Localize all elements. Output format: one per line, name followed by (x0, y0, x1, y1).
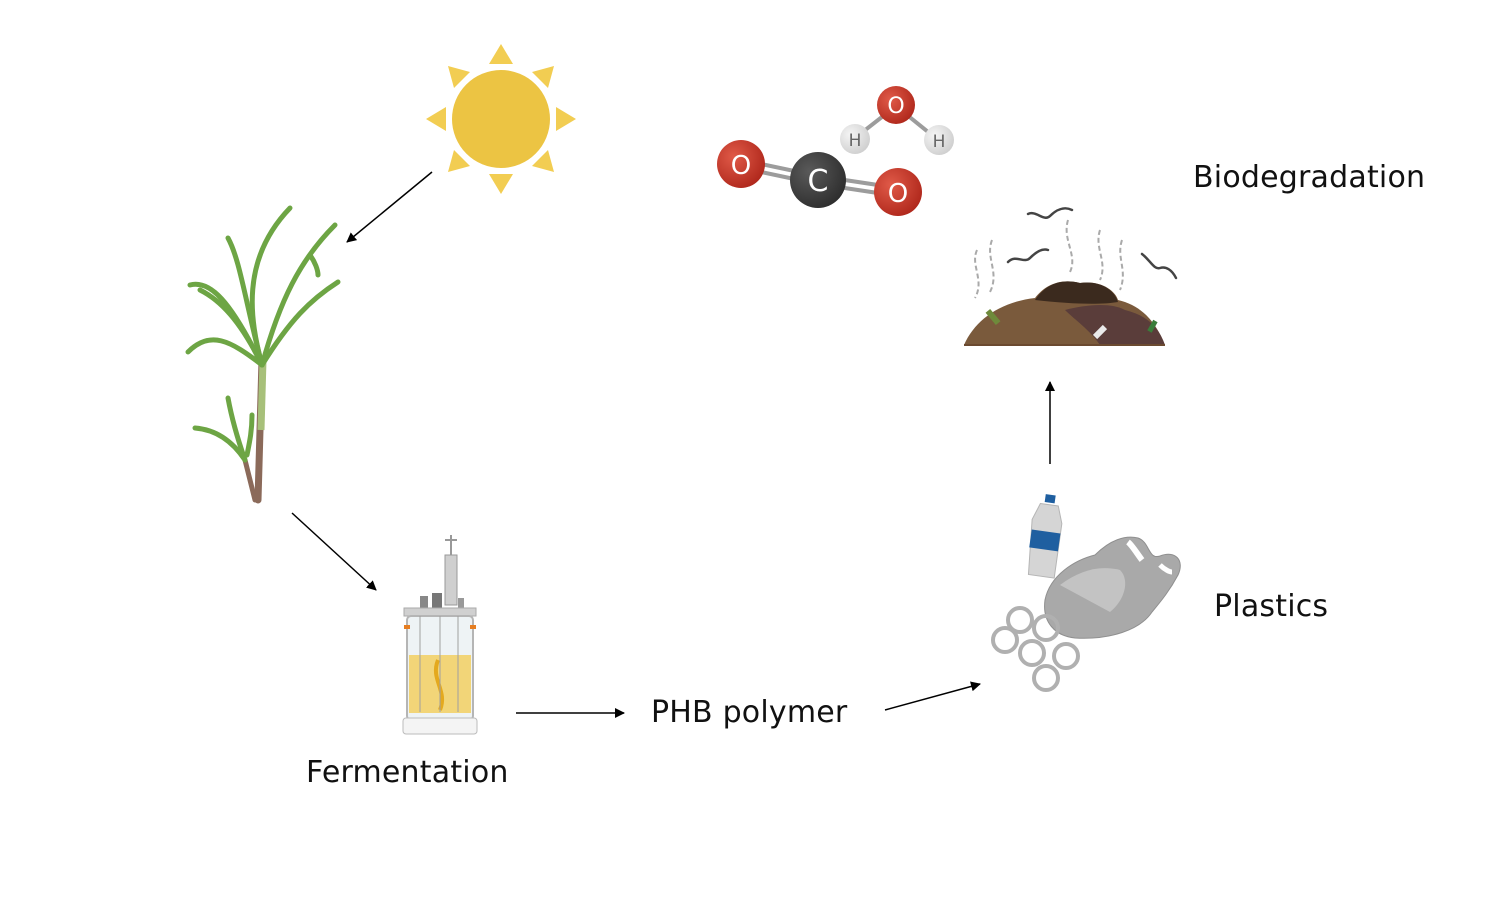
compost-pile-icon (964, 207, 1178, 346)
arrows-layer (291, 171, 1055, 718)
co2-h2o-molecules-icon: O C O H O H (717, 86, 954, 216)
atom-label: C (808, 164, 829, 199)
arrow-sun-to-sugarcane (346, 171, 433, 243)
sun-icon (426, 44, 576, 194)
arrow-phb-to-plastics (884, 681, 981, 711)
h2o-molecule: H O H (840, 86, 954, 155)
atom-label: H (849, 131, 862, 151)
plastics-waste-icon (991, 494, 1181, 692)
label-plastics: Plastics (1214, 589, 1329, 624)
sugarcane-plant-icon (185, 205, 341, 504)
bioreactor-icon (402, 535, 478, 735)
atom-label: H (933, 132, 946, 152)
atom-label: O (887, 94, 904, 119)
label-fermentation: Fermentation (306, 755, 509, 790)
atom-label: O (731, 151, 751, 181)
atom-label: O (888, 179, 908, 209)
co2-molecule: O C O (717, 140, 922, 216)
label-phb-polymer: PHB polymer (651, 695, 848, 730)
label-biodegradation: Biodegradation (1193, 160, 1426, 195)
arrow-sugarcane-to-fermentation (291, 512, 377, 591)
